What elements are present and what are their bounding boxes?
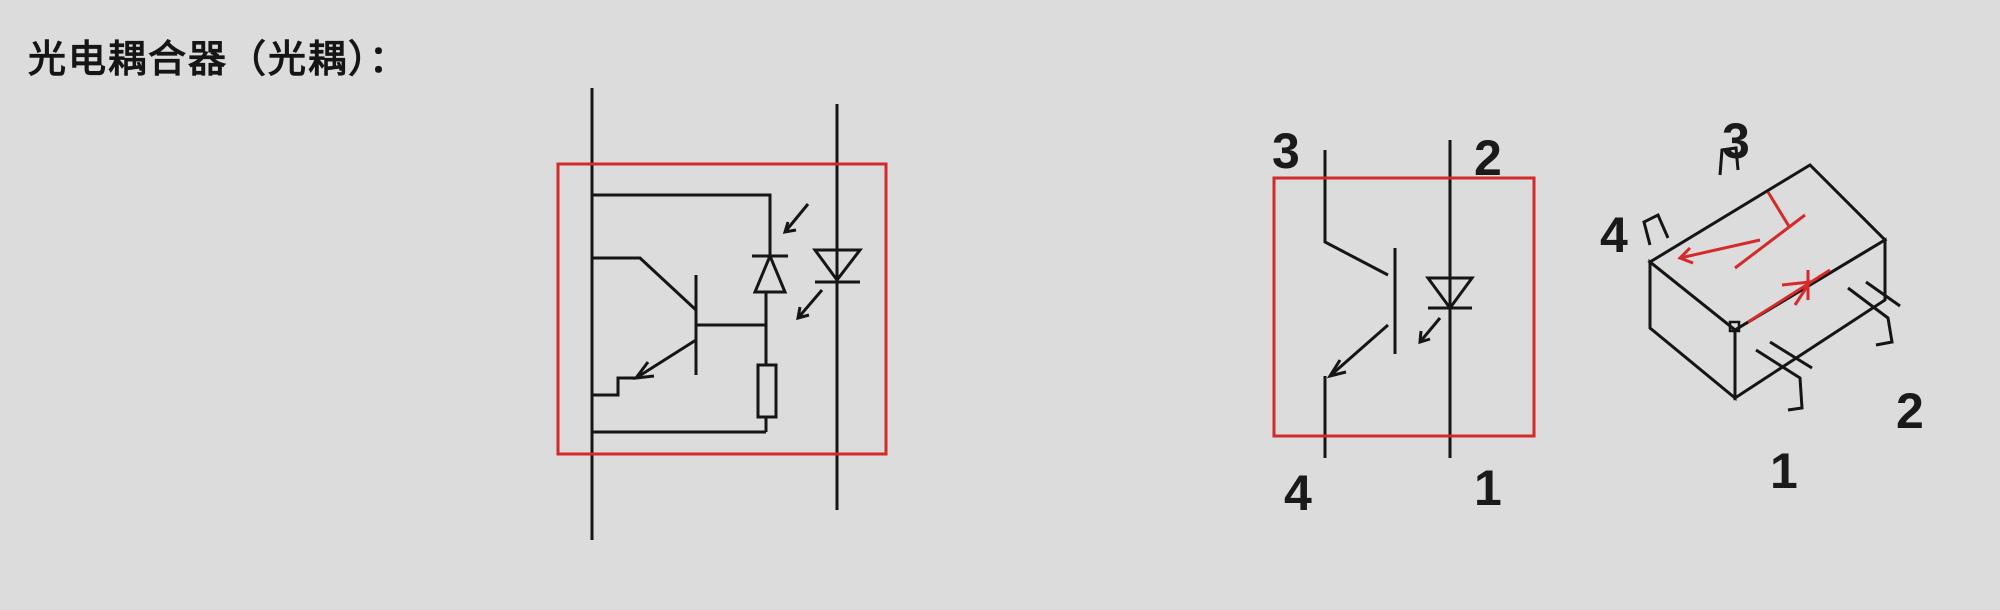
pin-label-3: 3 xyxy=(1272,123,1300,179)
pin-label-1: 1 xyxy=(1474,460,1502,516)
package-pin-label-4: 4 xyxy=(1600,207,1628,263)
resistor-symbol xyxy=(756,363,778,419)
package-red-markings xyxy=(1677,191,1831,324)
optocoupler-symbol-middle xyxy=(1323,140,1475,458)
internal-led-symbol xyxy=(752,250,788,294)
page-title: 光电耦合器（光耦）： xyxy=(28,37,410,81)
package-pin-label-2: 2 xyxy=(1896,383,1924,439)
package-pin-label-3: 3 xyxy=(1722,113,1750,169)
input-led-symbol xyxy=(812,248,864,284)
optocoupler-schematic-left xyxy=(590,88,864,540)
pin-label-2: 2 xyxy=(1474,130,1502,186)
package-pin-label-1: 1 xyxy=(1770,443,1798,499)
frame-left xyxy=(556,162,888,456)
frame-middle xyxy=(1272,176,1536,438)
pin-label-4: 4 xyxy=(1284,465,1312,521)
optocoupler-package xyxy=(1642,146,1901,412)
